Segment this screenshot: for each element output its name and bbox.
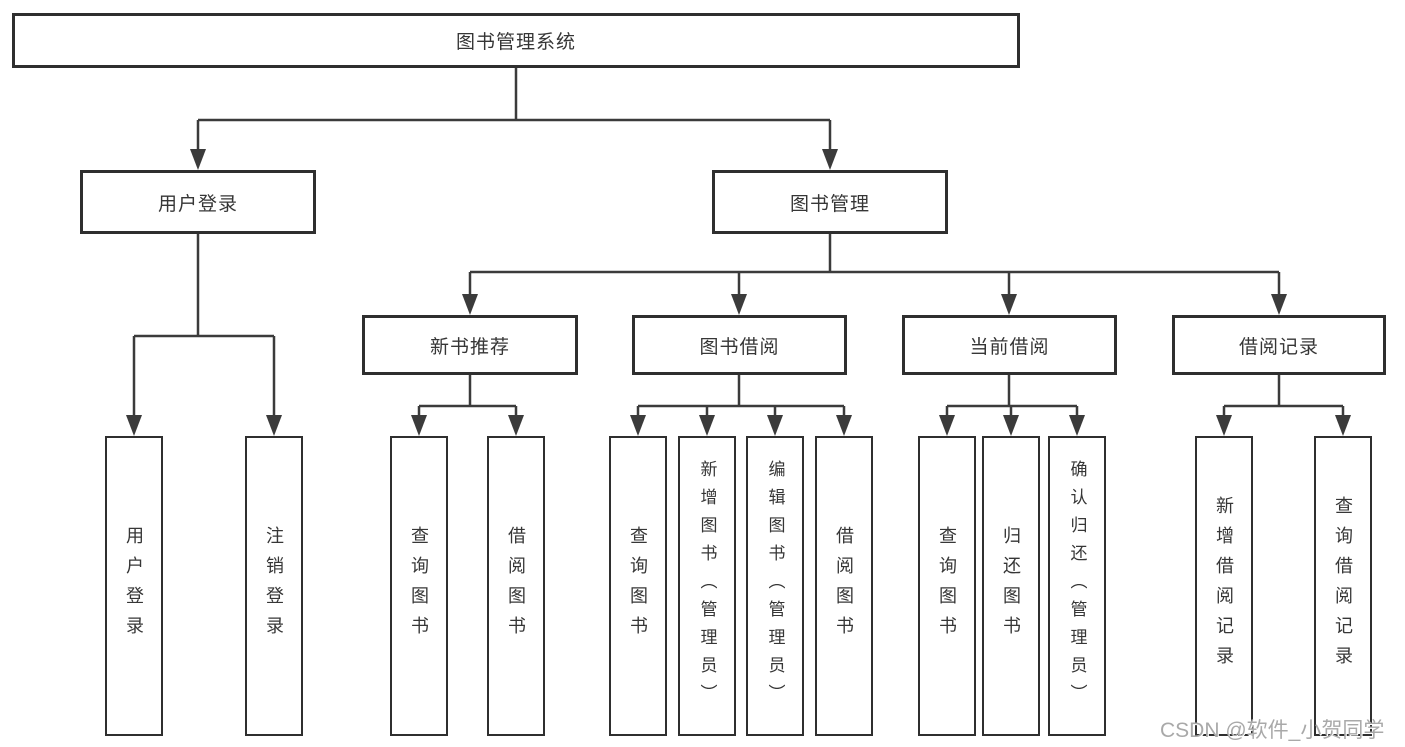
leaf-add-borrow-record-label: 新增借阅记录 [1214,496,1234,676]
node-new-book-recommend: 新书推荐 [362,315,578,375]
connector-root-trunk [196,67,832,152]
leaf-query-book-recommend: 查询图书 [390,436,448,736]
leaf-logout-label: 注销登录 [264,526,284,646]
arrowheads [126,149,1351,436]
leaf-add-book-admin-label: 新增图书（管理员） [697,460,717,712]
leaf-logout: 注销登录 [245,436,303,736]
leaf-query-borrow-record-label: 查询借阅记录 [1333,496,1353,676]
leaf-add-book-admin: 新增图书（管理员） [678,436,736,736]
node-book-borrowing: 图书借阅 [632,315,847,375]
node-book-management-label: 图书管理 [789,193,870,215]
leaf-return-book: 归还图书 [982,436,1040,736]
leaf-borrow-book: 借阅图书 [815,436,873,736]
connector-book-mgmt-branch [468,234,1281,297]
leaf-edit-book-admin-label: 编辑图书（管理员） [765,460,785,712]
node-library-system-label: 图书管理系统 [455,32,576,53]
node-user-login-label: 用户登录 [157,193,238,215]
node-borrowing-records-label: 借阅记录 [1238,336,1319,358]
csdn-watermark: CSDN @软件_小贺同学 [1160,719,1385,742]
leaf-query-book-current-label: 查询图书 [937,526,957,646]
connector-records-branch [1222,375,1345,418]
node-current-borrowing: 当前借阅 [902,315,1117,375]
connector-borrow-branch [636,375,846,418]
leaf-add-borrow-record: 新增借阅记录 [1195,436,1253,736]
node-new-book-recommend-label: 新书推荐 [429,336,510,358]
node-book-borrowing-label: 图书借阅 [699,336,780,358]
leaf-confirm-return-admin: 确认归还（管理员） [1048,436,1106,736]
node-user-login: 用户登录 [80,170,316,234]
node-book-management: 图书管理 [712,170,948,234]
connector-new-book-branch [417,375,518,418]
leaf-query-book-current: 查询图书 [918,436,976,736]
connector-user-login-branch [132,234,276,418]
leaf-borrow-book-recommend: 借阅图书 [487,436,545,736]
leaf-borrow-book-recommend-label: 借阅图书 [506,526,526,646]
leaf-user-login-label: 用户登录 [124,526,144,646]
connector-current-branch [945,375,1079,418]
leaf-borrow-book-label: 借阅图书 [834,526,854,646]
leaf-query-book-borrow-label: 查询图书 [628,526,648,646]
leaf-query-book-recommend-label: 查询图书 [409,526,429,646]
leaf-query-book-borrow: 查询图书 [609,436,667,736]
leaf-user-login: 用户登录 [105,436,163,736]
leaf-return-book-label: 归还图书 [1001,526,1021,646]
leaf-edit-book-admin: 编辑图书（管理员） [746,436,804,736]
node-borrowing-records: 借阅记录 [1172,315,1386,375]
leaf-confirm-return-admin-label: 确认归还（管理员） [1067,460,1087,712]
node-library-system: 图书管理系统 [12,13,1020,68]
leaf-query-borrow-record: 查询借阅记录 [1314,436,1372,736]
node-current-borrowing-label: 当前借阅 [969,336,1050,358]
